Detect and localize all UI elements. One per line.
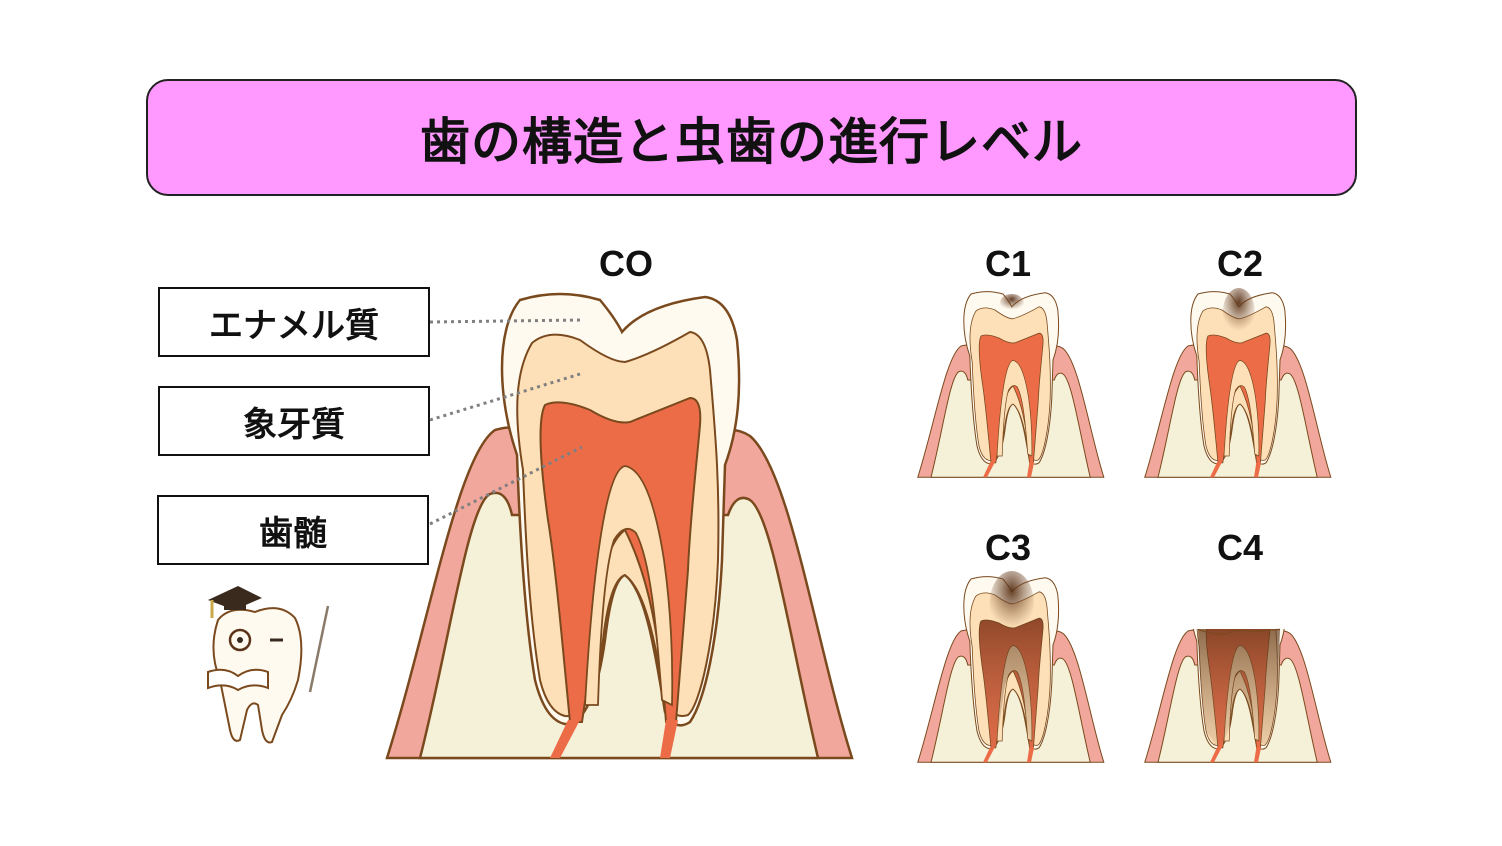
stage-label-c3: C3 xyxy=(984,527,1032,568)
tooth-c4 xyxy=(1144,628,1332,763)
tooth-c3 xyxy=(917,571,1105,763)
leader-line-enamel xyxy=(429,318,583,324)
label-pulp: 歯髄 xyxy=(157,495,429,565)
graduation-cap-icon xyxy=(208,586,262,610)
title-banner: 歯の構造と虫歯の進行レベル xyxy=(146,79,1357,196)
label-dentin: 象牙質 xyxy=(158,386,430,456)
leader-line-pulp xyxy=(429,445,583,526)
tooth-c1 xyxy=(917,291,1105,478)
tooth-c2 xyxy=(1144,288,1332,478)
tooth-co-large xyxy=(385,292,854,760)
book-icon xyxy=(207,668,269,692)
professor-tooth-mascot xyxy=(207,586,330,744)
label-enamel: エナメル質 xyxy=(158,287,430,357)
stage-label-co: CO xyxy=(599,243,653,284)
stage-label-c4: C4 xyxy=(1216,527,1264,568)
page-title: 歯の構造と虫歯の進行レベル xyxy=(420,112,1083,171)
stage-label-c1: C1 xyxy=(984,243,1032,284)
pointer-stick-icon xyxy=(308,605,330,693)
stage-label-c2: C2 xyxy=(1216,243,1264,284)
leader-line-dentin xyxy=(429,372,581,422)
monocle-icon xyxy=(228,628,252,652)
